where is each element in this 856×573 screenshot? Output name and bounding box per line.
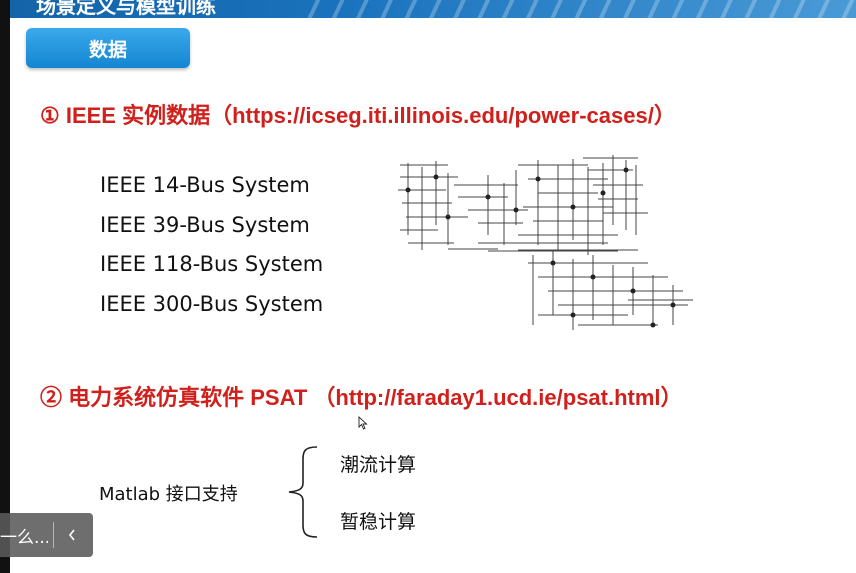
list-item: IEEE 39-Bus System	[100, 212, 310, 237]
chevron-left-icon[interactable]	[54, 513, 90, 557]
left-edge-strip	[0, 0, 10, 573]
matlab-interface-label: Matlab 接口支持	[99, 484, 238, 505]
overlay-text: 一么...	[0, 527, 48, 548]
transient-stability-calc: 暂稳计算	[340, 511, 417, 533]
section-tab-data: 数据	[26, 28, 190, 68]
power-flow-calc: 潮流计算	[340, 454, 417, 476]
overlay-divider	[53, 522, 54, 548]
banner-stripes	[296, 0, 856, 18]
list-item: IEEE 300-Bus System	[100, 291, 324, 316]
power-grid-diagram	[398, 155, 693, 330]
list-item: IEEE 14-Bus System	[100, 173, 310, 197]
banner-title: 场景定义与模型训练	[36, 0, 216, 18]
mouse-cursor-icon	[358, 416, 368, 430]
overlay-toolbar: 一么...	[0, 513, 93, 557]
list-item: IEEE 118-Bus System	[100, 252, 324, 276]
ieee-system-list: IEEE 14-Bus System IEEE 39-Bus System IE…	[100, 170, 323, 328]
curly-brace	[288, 446, 318, 538]
heading-ieee-cases: ① IEEE 实例数据（https://icseg.iti.illinois.e…	[40, 103, 676, 128]
heading-psat: ② 电力系统仿真软件 PSAT （http://faraday1.ucd.ie/…	[40, 385, 683, 410]
top-banner: 场景定义与模型训练	[10, 0, 856, 18]
